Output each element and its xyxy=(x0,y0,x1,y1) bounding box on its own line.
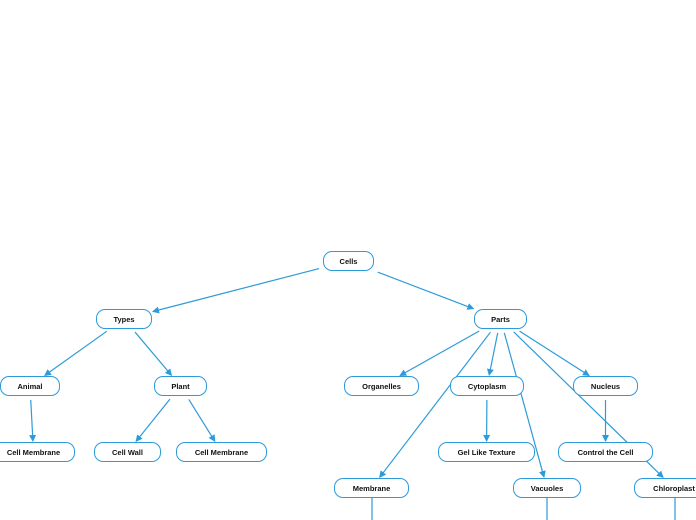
connector-parts-to-cytoplasm xyxy=(486,332,499,377)
connector-cells-to-parts xyxy=(377,271,475,310)
node-plant-cell-membrane[interactable]: Cell Membrane xyxy=(176,442,267,462)
node-animal[interactable]: Animal xyxy=(0,376,60,396)
node-types[interactable]: Types xyxy=(96,309,152,329)
node-plant[interactable]: Plant xyxy=(154,376,207,396)
connector-types-to-animal xyxy=(44,330,108,377)
collapsed-branch-stubs xyxy=(371,498,676,520)
node-control-the-cell[interactable]: Control the Cell xyxy=(558,442,653,462)
node-cytoplasm[interactable]: Cytoplasm xyxy=(450,376,524,396)
node-cell-wall[interactable]: Cell Wall xyxy=(94,442,161,462)
connector-types-to-plant xyxy=(134,331,173,377)
connector-parts-to-membrane xyxy=(379,331,491,479)
node-nucleus[interactable]: Nucleus xyxy=(573,376,638,396)
connector-parts-to-organelles xyxy=(399,330,480,377)
connector-plant-to-plant-cell-membrane xyxy=(188,399,216,443)
node-parts[interactable]: Parts xyxy=(474,309,527,329)
node-organelles[interactable]: Organelles xyxy=(344,376,419,396)
connector-animal-to-animal-cell-membrane xyxy=(29,399,37,443)
connector-parts-to-vacuoles xyxy=(503,332,546,478)
node-vacuoles[interactable]: Vacuoles xyxy=(513,478,581,498)
connector-plant-to-cell-wall xyxy=(135,398,171,442)
connector-parts-to-nucleus xyxy=(519,330,590,377)
connector-cells-to-types xyxy=(152,268,320,314)
node-chloroplast[interactable]: Chloroplast xyxy=(634,478,696,498)
node-membrane[interactable]: Membrane xyxy=(334,478,409,498)
node-cells[interactable]: Cells xyxy=(323,251,374,271)
node-animal-cell-membrane[interactable]: Cell Membrane xyxy=(0,442,75,462)
node-gel-like-texture[interactable]: Gel Like Texture xyxy=(438,442,535,462)
